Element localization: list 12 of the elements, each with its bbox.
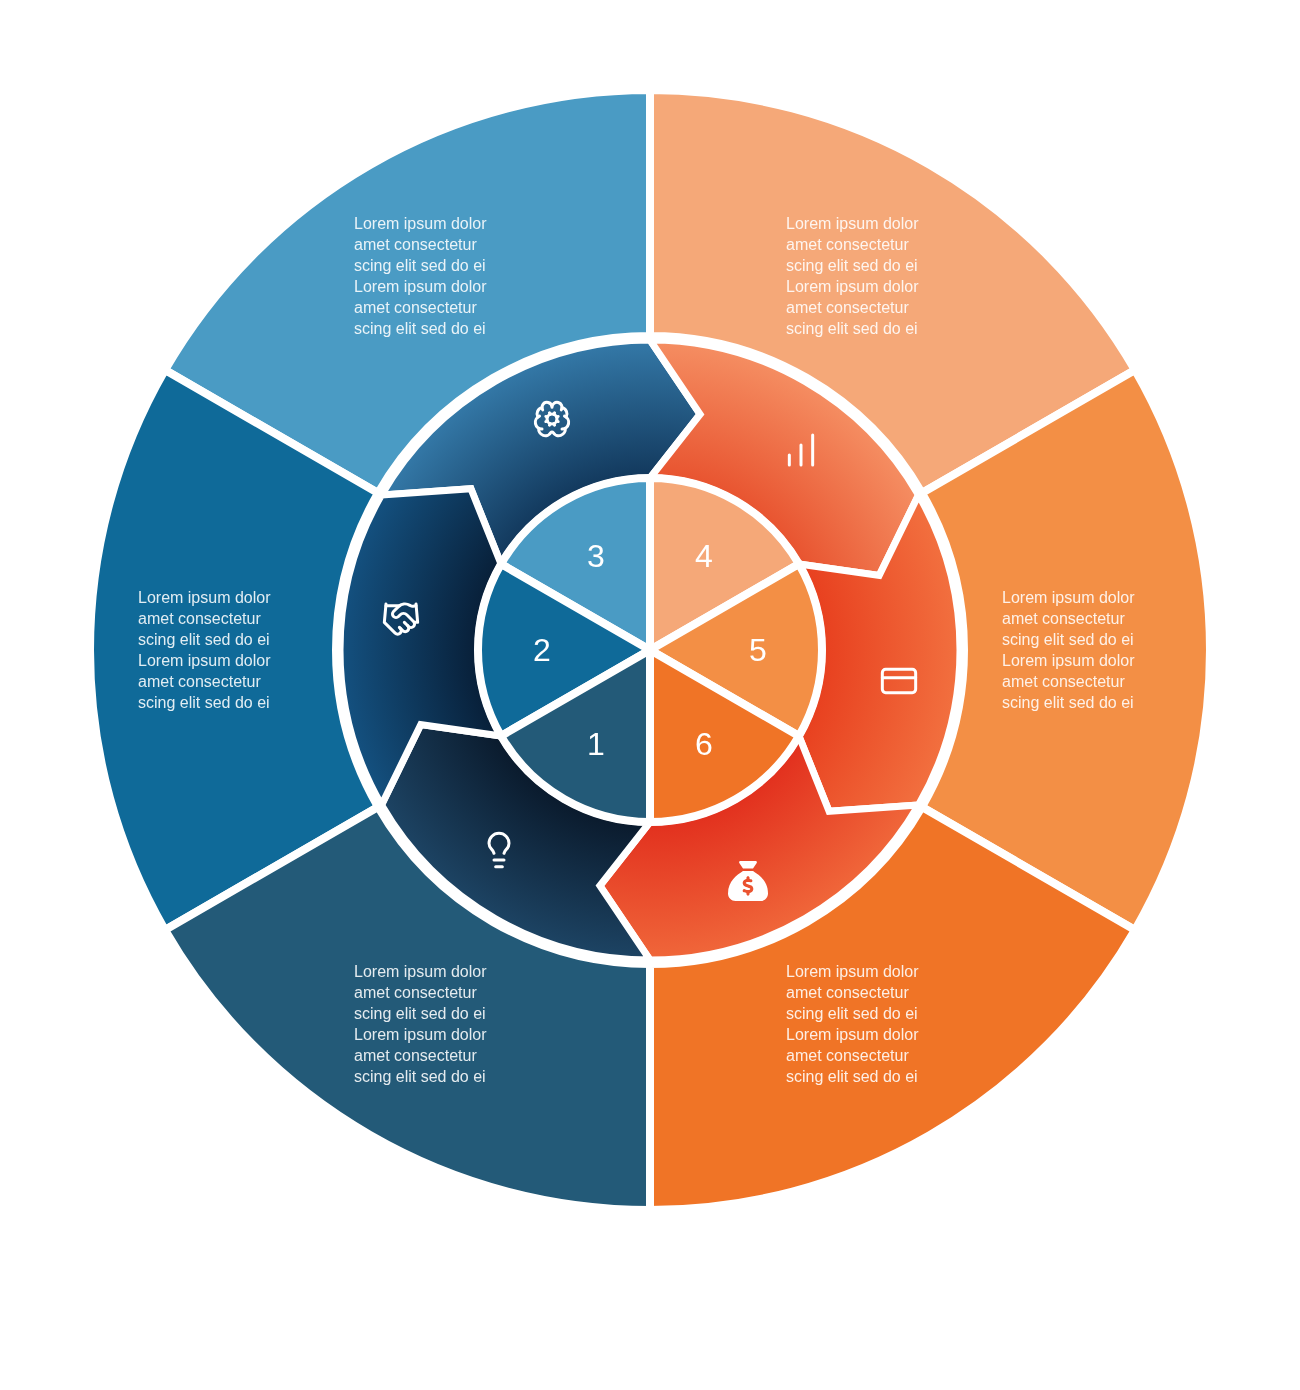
step-number: 2 bbox=[522, 632, 562, 668]
body-text: Lorem ipsum dolor amet consectetur scing elit sed do ei Lorem ipsum dolor amet consectetur scing elit sed do ei bbox=[354, 961, 514, 1088]
body-text: Lorem ipsum dolor amet consectetur scing elit sed do ei Lorem ipsum dolor amet consectetur scing elit sed do ei bbox=[786, 961, 946, 1088]
body-text: Lorem ipsum dolor amet consectetur scing elit sed do ei Lorem ipsum dolor amet consectetur scing elit sed do ei bbox=[786, 212, 946, 339]
step-number: 3 bbox=[576, 538, 616, 575]
step-number: 1 bbox=[576, 725, 616, 762]
body-text: Lorem ipsum dolor amet consectetur scing elit sed do ei Lorem ipsum dolor amet consectetur scing elit sed do ei bbox=[138, 587, 298, 713]
step-number: 5 bbox=[738, 632, 778, 668]
step-number: 4 bbox=[684, 538, 724, 575]
body-text: Lorem ipsum dolor amet consectetur scing elit sed do ei Lorem ipsum dolor amet consectetur scing elit sed do ei bbox=[354, 212, 514, 339]
body-text: Lorem ipsum dolor amet consectetur scing elit sed do ei Lorem ipsum dolor amet consectetur scing elit sed do ei bbox=[1002, 587, 1162, 713]
step-number: 6 bbox=[684, 725, 724, 762]
